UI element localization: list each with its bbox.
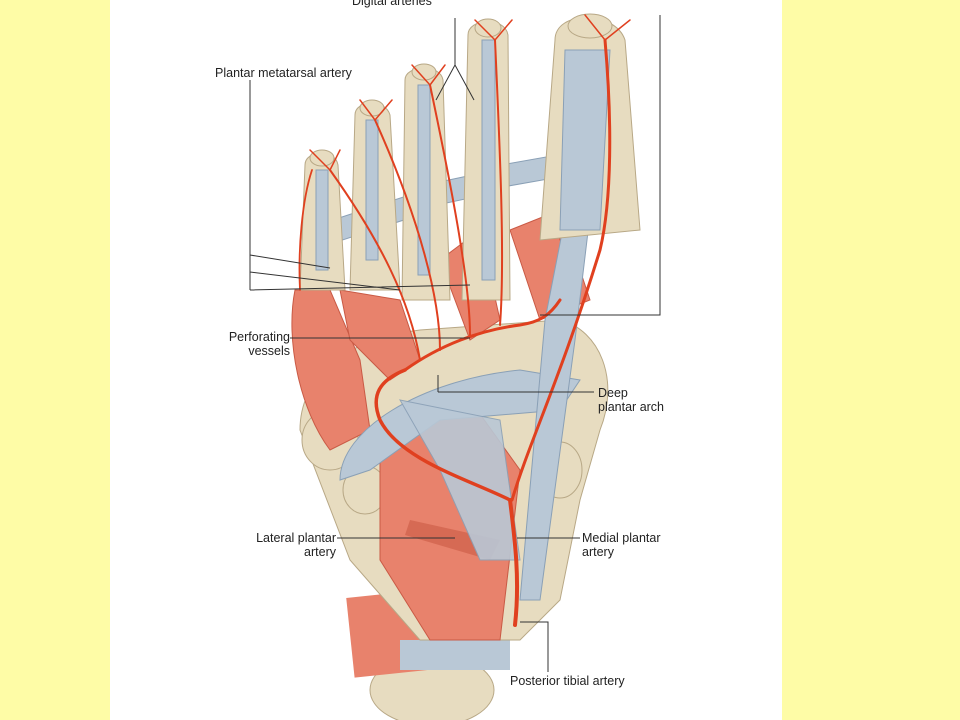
toe-5 [299, 149, 346, 291]
toe-1 [539, 13, 641, 241]
label-deep-arch-line1: Deep [598, 386, 628, 400]
label-medial-plantar-artery: Medial plantar artery [582, 531, 661, 559]
label-perforating-line1: Perforating [228, 330, 290, 344]
deep-plantar-arch-vessel [403, 298, 562, 372]
label-digital-arteries-partial: Digital arteries [352, 0, 432, 8]
label-lateral-plantar-line2: artery [304, 545, 336, 559]
leader-deep-arch [437, 375, 594, 393]
toes [299, 13, 641, 301]
medial-plantar-artery-vessel [510, 38, 612, 502]
posterior-tibial-artery-vessel [508, 498, 520, 627]
arteries [298, 14, 631, 627]
leader-plantar-metatarsal [249, 80, 471, 291]
leader-digital-arteries [435, 18, 475, 101]
toe-4 [349, 99, 401, 291]
label-deep-plantar-arch: Deep plantar arch [598, 386, 664, 414]
label-perforating-line2: vessels [248, 344, 290, 358]
lateral-plantar-artery-vessel [374, 368, 512, 502]
leader-posterior-tibial [520, 621, 549, 672]
label-medial-plantar-line1: Medial plantar [582, 531, 661, 545]
toe-3 [401, 63, 451, 301]
leader-right-bracket [540, 15, 661, 316]
label-posterior-tibial-artery: Posterior tibial artery [510, 674, 625, 688]
label-lateral-plantar-artery: Lateral plantar artery [226, 531, 336, 559]
leader-lines [249, 15, 661, 672]
label-deep-arch-line2: plantar arch [598, 400, 665, 414]
label-medial-plantar-line2: artery [582, 545, 614, 559]
label-perforating-vessels: Perforating vessels [206, 330, 290, 358]
label-plantar-metatarsal-artery: Plantar metatarsal artery [215, 66, 352, 80]
label-lateral-plantar-line1: Lateral plantar [256, 531, 336, 545]
